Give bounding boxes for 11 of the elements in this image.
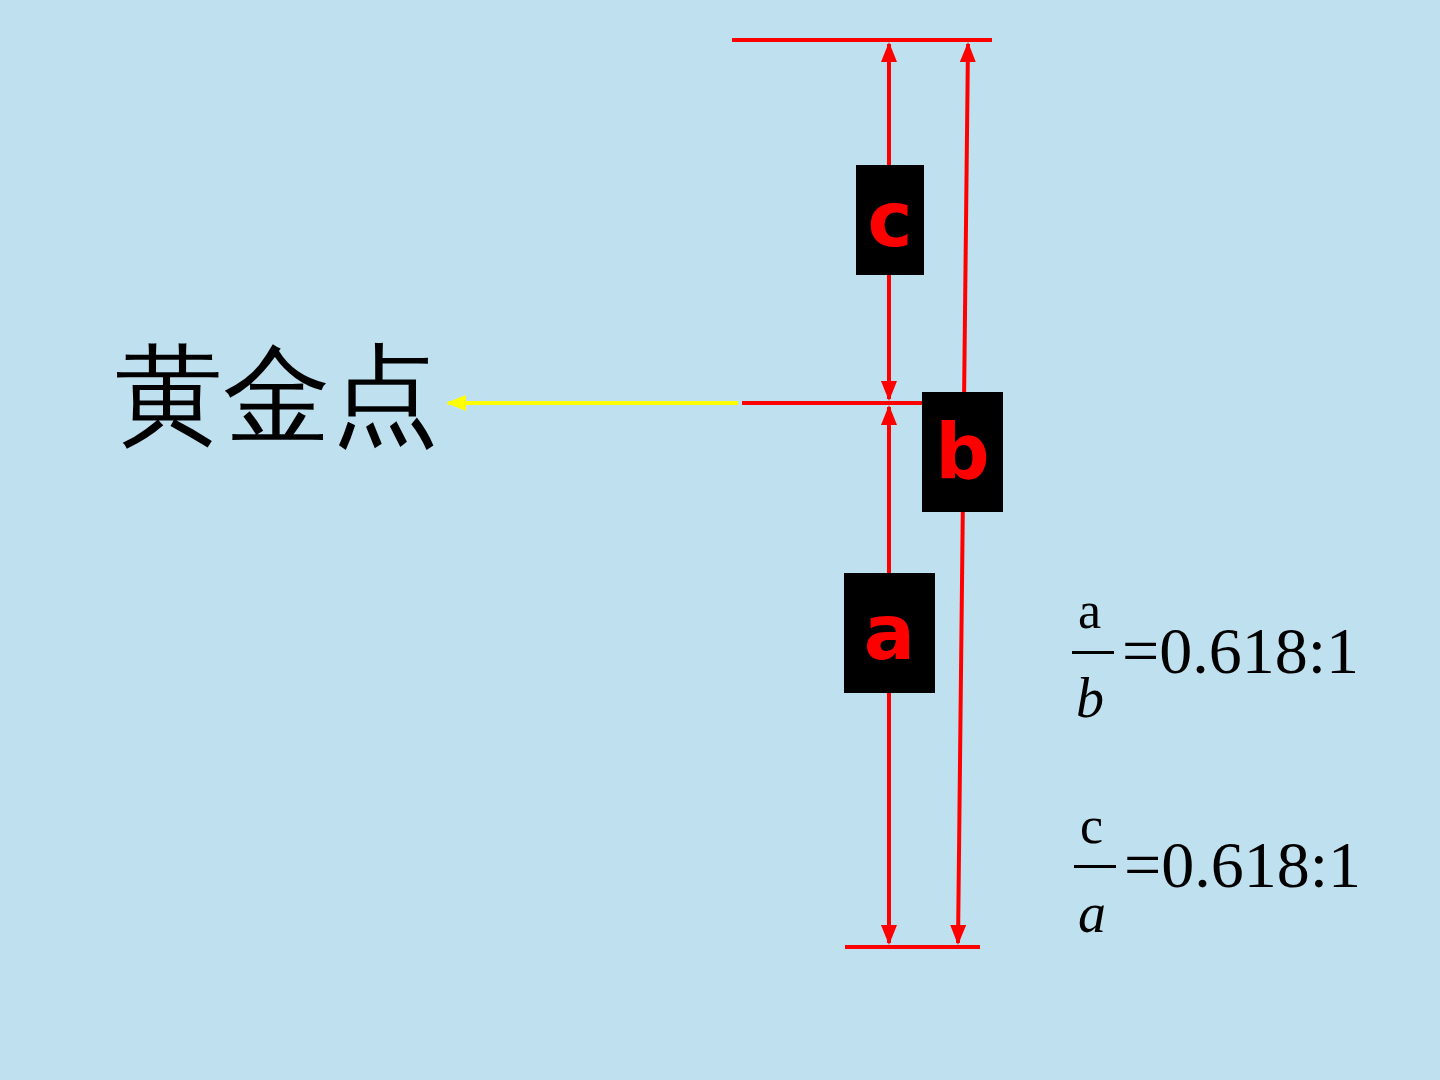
fraction-numerator: c	[1080, 800, 1104, 852]
fraction-denominator: b	[1076, 670, 1104, 726]
dimension-label: a	[844, 573, 935, 693]
dimension-label: b	[922, 392, 1003, 512]
arrow	[446, 395, 738, 411]
ratio-value: =0.618:1	[1124, 832, 1362, 898]
fraction-denominator: a	[1078, 885, 1106, 941]
dimension-label: c	[856, 165, 924, 275]
fraction-numerator: a	[1078, 585, 1102, 637]
ratio-value: =0.618:1	[1122, 618, 1360, 684]
point-label: 黄金点	[115, 330, 445, 460]
